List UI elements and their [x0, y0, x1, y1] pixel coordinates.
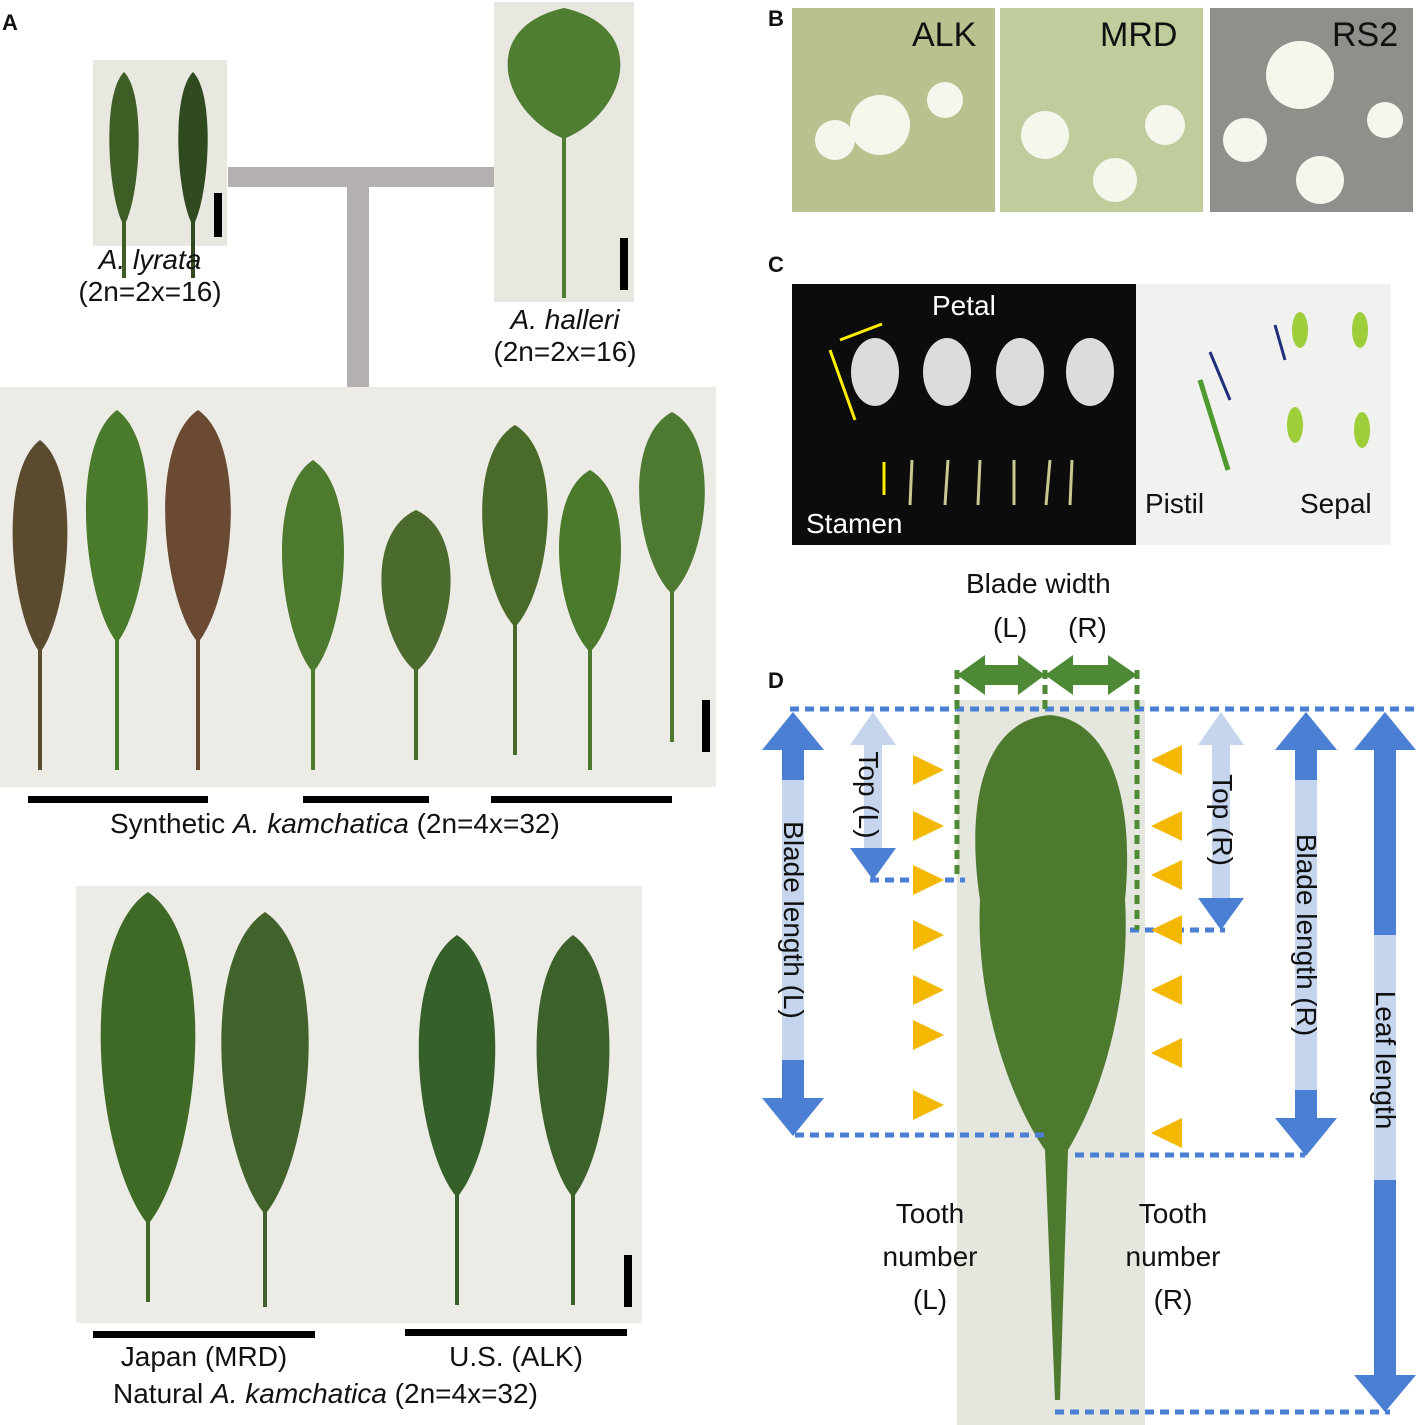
- ploidy: (2n=4x=32): [386, 1378, 538, 1409]
- japan-label: Japan (MRD): [120, 1341, 288, 1372]
- pistil-label: Pistil: [1145, 488, 1205, 519]
- blade-width-arrows: [957, 655, 1137, 695]
- panel-label-c: C: [768, 252, 784, 277]
- panel-label-b: B: [768, 6, 784, 31]
- line: (R): [1153, 1284, 1193, 1315]
- phylogeny-tree: [228, 167, 494, 387]
- tooth-marker-icon: [1151, 975, 1182, 1005]
- tooth-marker-icon: [913, 865, 944, 895]
- leaf: [109, 72, 139, 278]
- prefix: Synthetic: [110, 808, 233, 839]
- tooth-marker-icon: [913, 975, 944, 1005]
- tooth-marker-icon: [913, 811, 944, 841]
- panel-label-d: D: [768, 668, 784, 693]
- leaf-specimens: [12, 8, 705, 1307]
- species-name: A. kamchatica: [211, 1378, 387, 1409]
- measured-leaf: [975, 715, 1128, 1400]
- leaf: [165, 410, 231, 770]
- leaf: [536, 935, 610, 1305]
- tooth-marker-icon: [913, 920, 944, 950]
- photo-label-rs2: RS2: [1332, 16, 1399, 54]
- width-left-label: (L): [993, 612, 1028, 643]
- tooth-number-left: Tooth number (L): [860, 1192, 1000, 1321]
- dissection-dark-bg: [792, 284, 1136, 545]
- tooth-marker-icon: [913, 755, 944, 785]
- line: Tooth: [1138, 1198, 1208, 1229]
- stamen-label: Stamen: [806, 508, 903, 539]
- sepal-label: Sepal: [1300, 488, 1372, 519]
- top-right-label: Top (R): [1207, 774, 1238, 866]
- tooth-marker-icon: [1151, 1038, 1182, 1068]
- species-name: A. halleri: [510, 304, 620, 335]
- tooth-marker-icon: [1151, 811, 1182, 841]
- leaf: [85, 410, 149, 770]
- leaf: [381, 510, 451, 760]
- us-label: U.S. (ALK): [449, 1341, 583, 1372]
- blade-length-left-label: Blade length (L): [778, 821, 809, 1019]
- dissection-light-bg: [1136, 284, 1391, 545]
- leaf: [558, 470, 622, 770]
- tooth-marker-icon: [1151, 745, 1182, 775]
- sepals: [1287, 312, 1370, 448]
- tooth-marker-icon: [913, 1090, 944, 1120]
- scale-bars: [28, 193, 710, 1338]
- width-guides: [954, 670, 1140, 930]
- lyrata-label: A. lyrata (2n=2x=16): [60, 244, 240, 308]
- petal-arrows: [828, 322, 886, 495]
- panel-label-a: A: [2, 10, 18, 35]
- width-right-label: (R): [1068, 612, 1107, 643]
- species-name: A. kamchatica: [232, 808, 409, 839]
- length-arrows: [762, 712, 1416, 1412]
- line: (L): [912, 1284, 948, 1315]
- line: number: [882, 1241, 978, 1272]
- prefix: Natural: [113, 1378, 212, 1409]
- ploidy: (2n=2x=16): [78, 276, 222, 307]
- leaf: [482, 425, 548, 755]
- tooth-number-right: Tooth number (R): [1103, 1192, 1243, 1321]
- tooth-marker-icon: [1151, 915, 1182, 945]
- natural-label: Natural A. kamchatica (2n=4x=32): [113, 1378, 538, 1410]
- leaf: [281, 460, 345, 770]
- ploidy: (2n=4x=32): [408, 808, 560, 839]
- line: Tooth: [895, 1198, 965, 1229]
- tooth-marker-icon: [1151, 1118, 1182, 1148]
- halleri-label: A. halleri (2n=2x=16): [475, 304, 655, 368]
- tooth-markers: [913, 745, 1182, 1148]
- leaf: [507, 8, 621, 298]
- leaf: [12, 440, 68, 770]
- line: number: [1125, 1241, 1221, 1272]
- petals: [851, 338, 1114, 406]
- leaf: [221, 912, 309, 1307]
- tooth-marker-icon: [913, 1020, 944, 1050]
- leaf: [418, 935, 496, 1305]
- pistil: [1197, 379, 1231, 471]
- photo-label-alk: ALK: [912, 16, 977, 54]
- species-name: A. lyrata: [98, 244, 202, 275]
- photo-label-mrd: MRD: [1100, 16, 1178, 54]
- stamens: [908, 459, 1074, 506]
- flowers: [815, 41, 1403, 204]
- blade-length-right-label: Blade length (R): [1291, 833, 1322, 1037]
- tooth-marker-icon: [1151, 860, 1182, 890]
- leaf: [178, 72, 208, 278]
- top-left-label: Top (L): [853, 751, 884, 839]
- leaf-length-label: Leaf length: [1370, 990, 1401, 1130]
- ploidy: (2n=2x=16): [493, 336, 637, 367]
- petal-label: Petal: [932, 290, 996, 321]
- leaf: [639, 412, 705, 742]
- pistil-sepal-arrows: [1208, 324, 1287, 401]
- blade-width-label: Blade width: [966, 568, 1111, 599]
- synthetic-label: Synthetic A. kamchatica (2n=4x=32): [110, 808, 560, 840]
- leaf: [100, 892, 196, 1302]
